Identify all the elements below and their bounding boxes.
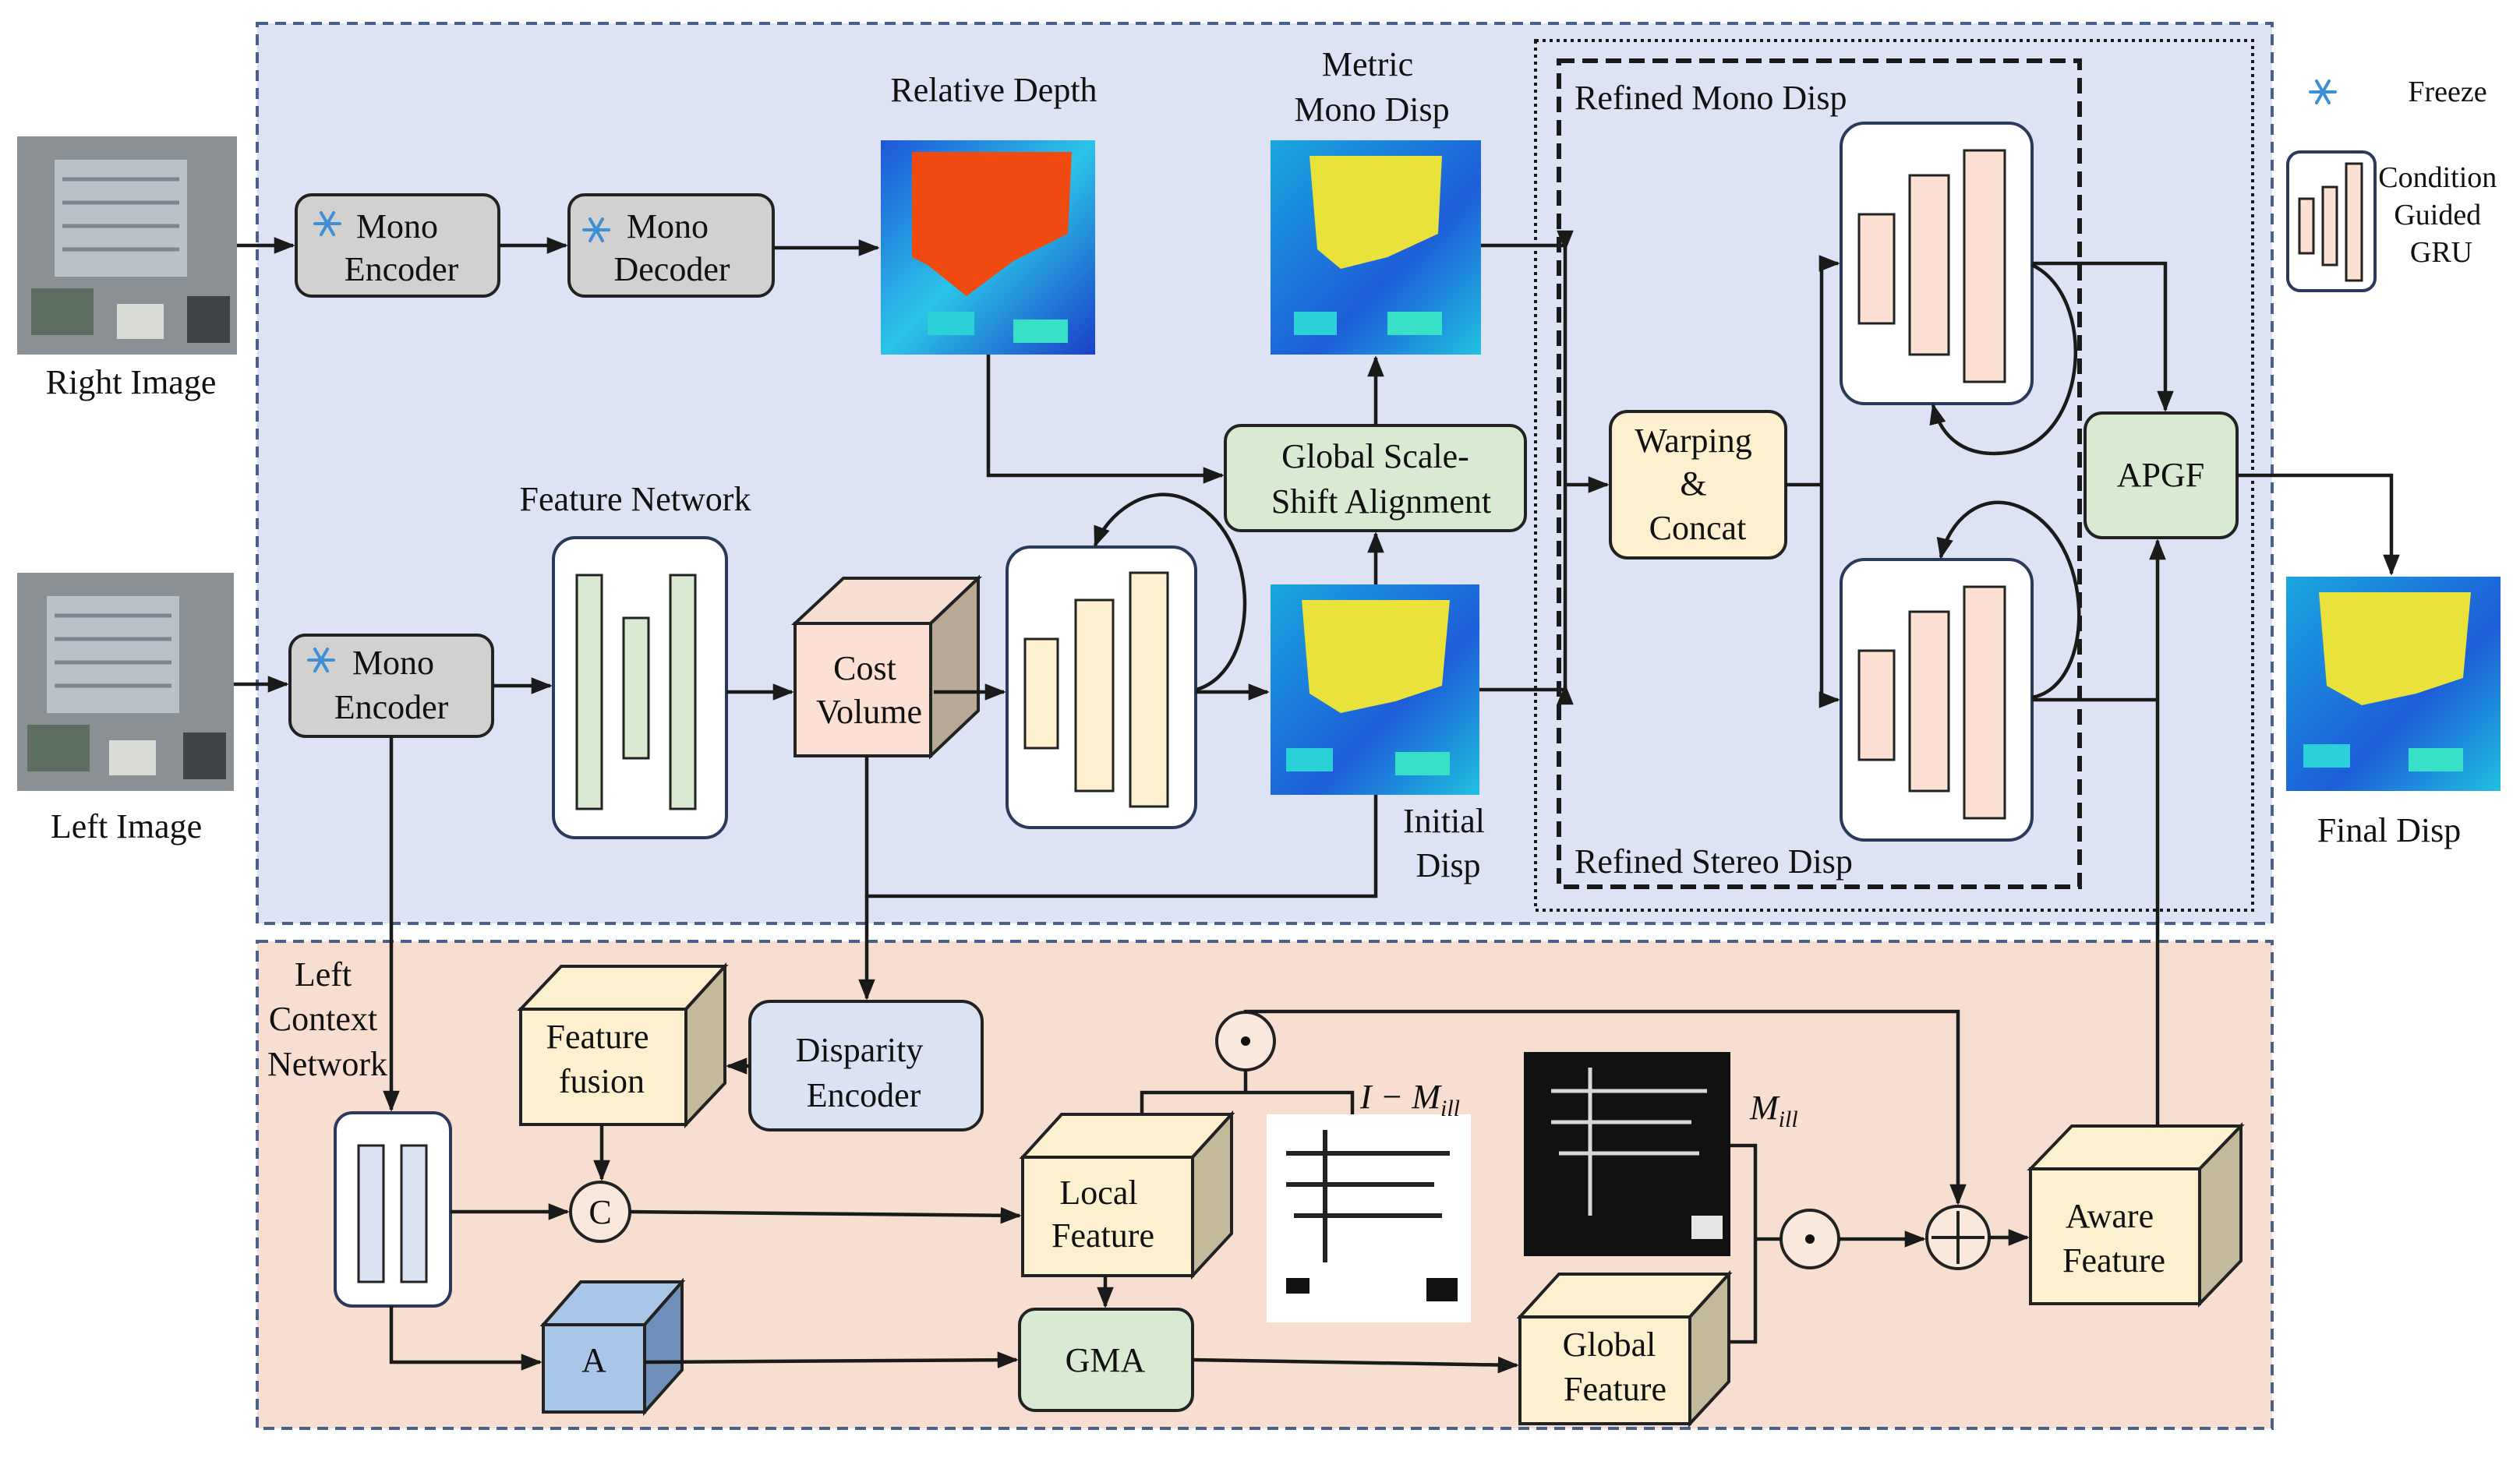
legend-gru-icon bbox=[2286, 150, 2377, 292]
svg-text:Mono Encoder: Mono Encoder bbox=[345, 207, 459, 288]
add-node bbox=[1925, 1205, 1991, 1270]
svg-text:Warping & Concat: Warping & Concat bbox=[1635, 422, 1760, 547]
initial-disp-label: Initial Disp bbox=[1403, 802, 1493, 884]
initial-disp-map bbox=[1271, 584, 1479, 795]
metric-mono-disp-map bbox=[1271, 140, 1481, 355]
right-image bbox=[17, 136, 237, 355]
refined-mono-disp-label: Refined Mono Disp bbox=[1575, 79, 1847, 117]
cost-volume bbox=[790, 574, 983, 760]
ill-mask bbox=[1524, 1052, 1730, 1256]
snowflake-icon bbox=[2309, 79, 2337, 104]
m-ill-label: Mill bbox=[1749, 1089, 1798, 1132]
left-image-label: Left Image bbox=[51, 807, 202, 845]
svg-text:Mono Encoder: Mono Encoder bbox=[334, 644, 449, 726]
svg-text:A: A bbox=[581, 1341, 606, 1379]
initial-gru bbox=[1006, 545, 1197, 829]
svg-text:Mono Decoder: Mono Decoder bbox=[613, 207, 730, 288]
svg-text:Cost Volume: Cost Volume bbox=[816, 649, 922, 731]
feature-fusion-cube bbox=[517, 962, 729, 1129]
i-minus-m-ill-label: I − Mill bbox=[1359, 1078, 1460, 1121]
metric-mono-disp-label: Metric Mono Disp bbox=[1294, 45, 1449, 129]
stereo-refine-gru bbox=[1840, 558, 2034, 842]
feature-network bbox=[552, 536, 728, 839]
relative-depth-label: Relative Depth bbox=[890, 71, 1097, 109]
svg-text:C: C bbox=[588, 1193, 611, 1231]
left-context-network-label: Left Context Network bbox=[267, 955, 387, 1083]
refinement-inner-box bbox=[1557, 58, 2082, 889]
local-feature-cube bbox=[1019, 1110, 1235, 1280]
non-ill-mask bbox=[1267, 1114, 1471, 1322]
global-feature-cube bbox=[1516, 1269, 1733, 1428]
svg-text:Aware Feature: Aware Feature bbox=[2062, 1197, 2165, 1280]
multiply-dot bbox=[1241, 1036, 1250, 1046]
final-disp-label: Final Disp bbox=[2317, 811, 2462, 849]
svg-text:Global Scale- Shift Alignm: Global Scale- Shift Alignment bbox=[1271, 437, 1491, 521]
svg-text:GMA: GMA bbox=[1066, 1341, 1146, 1379]
mono-refine-gru bbox=[1840, 122, 2034, 405]
svg-text:APGF: APGF bbox=[2117, 456, 2205, 494]
svg-text:Disparity Encoder: Disparity Encoder bbox=[796, 1031, 932, 1114]
multiply-dot bbox=[1805, 1234, 1815, 1244]
aware-feature-cube bbox=[2027, 1122, 2245, 1308]
svg-text:Local Feature: Local Feature bbox=[1051, 1174, 1154, 1255]
final-disp-map bbox=[2286, 577, 2501, 791]
svg-text:Global Feature: Global Feature bbox=[1563, 1326, 1666, 1408]
svg-text:Feature fusion: Feature fusion bbox=[546, 1018, 658, 1100]
mono-decoder bbox=[567, 193, 775, 298]
legend-freeze: Freeze bbox=[2408, 76, 2486, 108]
refined-stereo-disp-label: Refined Stereo Disp bbox=[1575, 842, 1853, 881]
attention-cube bbox=[539, 1277, 686, 1417]
left-context-network bbox=[334, 1111, 452, 1308]
left-image bbox=[17, 573, 234, 791]
connections bbox=[234, 230, 2400, 1374]
feature-network-label: Feature Network bbox=[520, 480, 751, 518]
legend-gru-label: Condition Guided GRU bbox=[2378, 161, 2504, 269]
relative-depth-map bbox=[881, 140, 1095, 355]
right-image-label: Right Image bbox=[46, 363, 217, 401]
